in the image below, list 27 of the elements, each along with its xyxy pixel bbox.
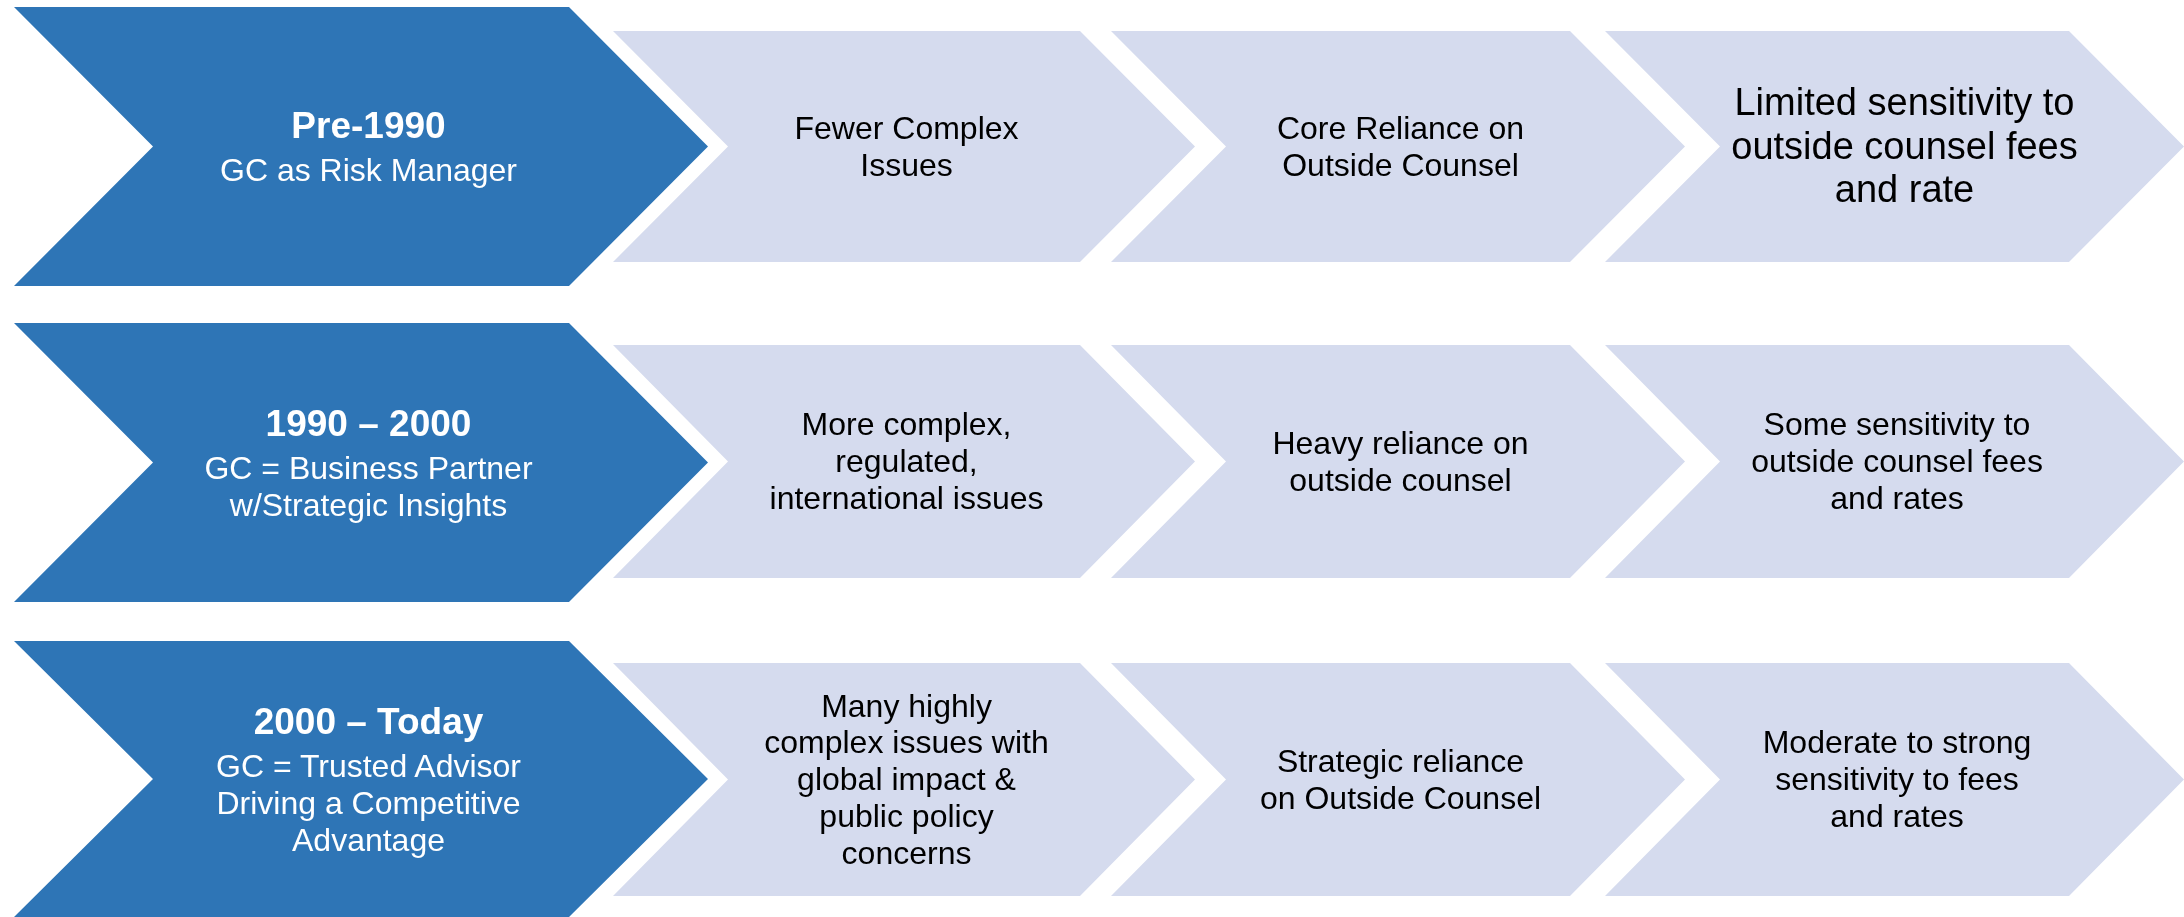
era-heading: Pre-1990 [291,103,446,148]
stage-panel [1111,663,1685,896]
chevron-text: Fewer Complex Issues [793,109,1020,184]
stage-panel [613,345,1195,578]
stage-panel [1111,31,1685,262]
chevron-text: Many highly complex issues with global impact & public policy concerns [763,687,1050,872]
era-panel [14,323,708,602]
chevron-text: Core Reliance on Outside Counsel [1275,109,1526,184]
era-heading: 2000 – Today [253,699,484,744]
chevron-text: GC as Risk Manager [220,152,517,190]
chevron-text: Strategic reliance on Outside Counsel [1258,742,1543,817]
stage-panel [1605,663,2184,896]
stage-panel [613,31,1195,262]
chevron-text: Some sensitivity to outside counsel fees and rates [1750,406,2044,517]
chevron-text: GC = Trusted Advisor Driving a Competitive Advantage [215,748,522,859]
stage-panel [1111,345,1685,578]
era-panel [14,7,708,286]
stage-panel [1605,31,2184,262]
chevron-text: Heavy reliance on outside counsel [1271,424,1530,499]
stage-panel [1605,345,2184,578]
chevron-text: Moderate to strong sensitivity to fees and rates [1761,724,2033,835]
chevron-text: Limited sensitivity to outside counsel fees and rate [1730,80,2079,213]
chevron-text: GC = Business Partner w/Strategic Insights [203,449,534,524]
era-heading: 1990 – 2000 [265,401,472,446]
era-panel [14,641,708,917]
stage-panel [613,663,1195,896]
chevron-text: More complex, regulated, international issues [768,406,1045,517]
